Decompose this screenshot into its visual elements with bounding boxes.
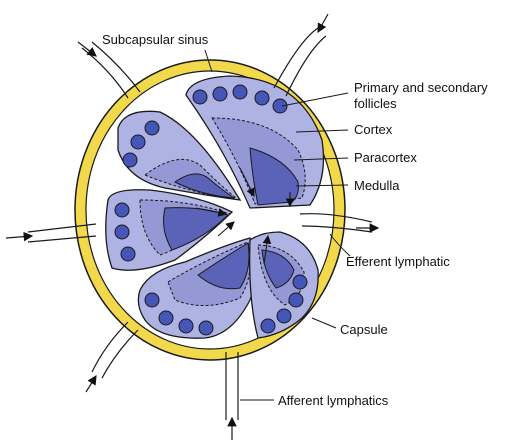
afferent-vessel-left [5,223,97,243]
follicle [198,320,214,336]
leader-follicles [281,92,349,107]
follicle [130,134,146,150]
efferent-vessel [299,213,380,233]
follicle [114,202,130,218]
follicle [232,84,248,100]
follicle [144,292,160,308]
follicle [276,308,292,324]
leader-capsule [311,317,337,329]
medulla-region [261,249,295,289]
label-afferent-lymphatics: Afferent lymphatics [278,393,389,408]
follicle [120,246,136,262]
afferent-vessel-top-right [273,13,329,97]
follicle [192,89,208,105]
label-medulla: Medulla [354,178,400,193]
label-follicles-line1: Primary and secondary [354,80,488,95]
follicle-group-upper-left [122,120,160,168]
leader-efferent [329,233,351,257]
afferent-vessel-bottom [225,352,239,440]
medulla-region [249,147,299,206]
flow-arrows [195,167,295,265]
follicle [260,318,276,334]
follicle [288,292,304,308]
follicle [178,318,194,334]
follicle [272,98,288,114]
follicle-group-bottom [144,292,214,336]
medulla-region [174,173,235,199]
leader-lines [204,49,351,401]
leader-medulla [295,184,349,187]
follicle [212,86,228,102]
afferent-vessel-top-left [77,41,141,99]
label-paracortex: Paracortex [354,150,417,165]
follicle [122,152,138,168]
follicle-group-left [114,202,136,262]
follicle [114,224,130,240]
lobe-upper-right [185,75,325,209]
label-efferent-lymphatic: Efferent lymphatic [346,254,450,269]
medulla-region [197,242,250,290]
leader-subcapsular-sinus [204,49,213,73]
label-follicles-line2: follicles [354,96,397,111]
leader-cortex [295,129,349,133]
leader-paracortex [293,157,349,161]
follicle [158,310,174,326]
label-cortex: Cortex [354,122,393,137]
lobe-left [105,189,234,271]
follicle [254,90,270,106]
label-subcapsular-sinus: Subcapsular sinus [102,32,209,47]
label-capsule: Capsule [340,322,388,337]
afferent-vessel-bottom-left [85,321,139,393]
lobe-lower-right [249,231,319,339]
follicle [144,120,160,136]
follicle-group-top [192,84,288,114]
follicle [292,274,308,290]
follicle-group-lower-right [260,274,308,334]
